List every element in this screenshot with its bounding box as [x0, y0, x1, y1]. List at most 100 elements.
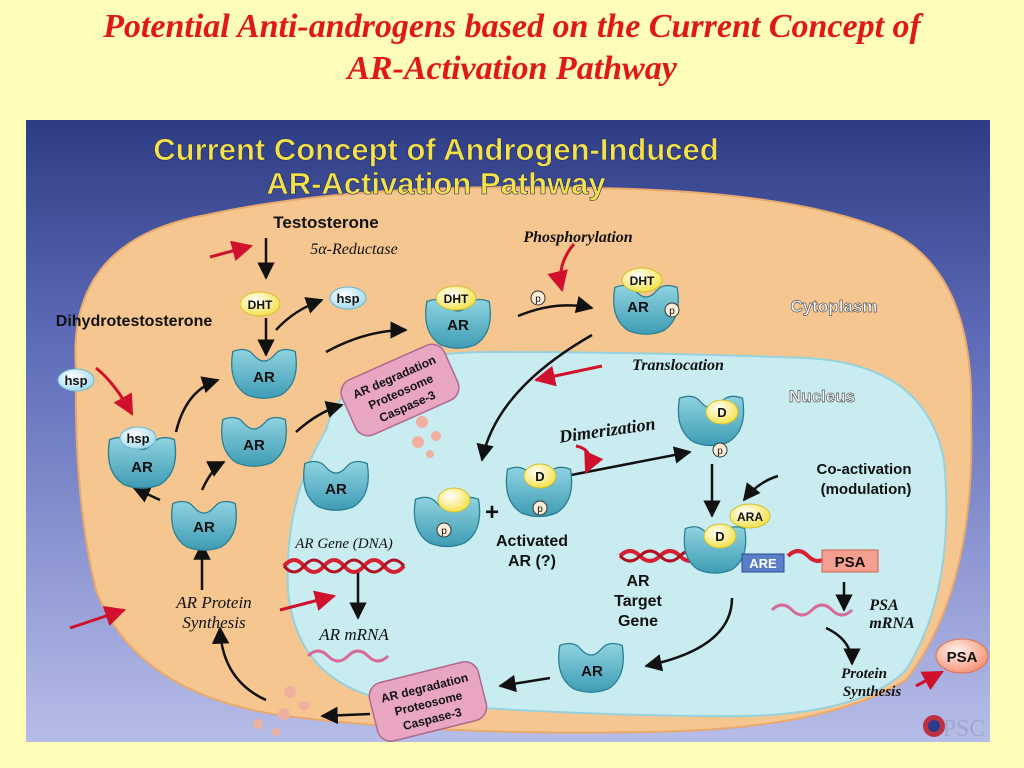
- arrow-mrna-to-protein: [825, 626, 861, 666]
- are-element: ARE: [741, 553, 785, 573]
- ar-receptor-mid: AR: [220, 416, 288, 468]
- svg-text:AR: AR: [627, 299, 649, 316]
- svg-text:p: p: [669, 306, 675, 317]
- arrow-translocation: [476, 333, 593, 462]
- phosphorylation-label: Phosphorylation: [522, 229, 632, 246]
- protein-synthesis-label-line-1: Protein: [841, 666, 887, 682]
- ar-receptor-upper: AR: [230, 348, 298, 400]
- nucleus-label: Nucleus: [789, 387, 855, 406]
- ar-receptor-nucleus: AR: [302, 460, 370, 511]
- psc-logo: PSC: [923, 715, 985, 742]
- svg-text:PSC: PSC: [943, 716, 986, 742]
- translocation-label: Translocation: [632, 357, 724, 374]
- ar-protein-synthesis-label-line-1: AR Protein: [175, 593, 251, 612]
- slide-title-line-1: Potential Anti-androgens based on the Cu…: [103, 8, 921, 45]
- arrow-gene-to-ar: [644, 597, 734, 672]
- arrow-to-degradation-top: [295, 401, 344, 433]
- svg-text:PSA: PSA: [835, 554, 866, 571]
- plus-sign: +: [485, 499, 499, 526]
- ar-target-label-line-3: Gene: [618, 613, 658, 630]
- svg-text:AR: AR: [131, 459, 153, 476]
- arrow-to-degradation-bottom: [498, 674, 551, 693]
- ar-target-label-line-1: AR: [626, 573, 650, 590]
- svg-text:DHT: DHT: [248, 298, 273, 312]
- inhibitor-arrow-reductase: [209, 240, 254, 262]
- svg-text:AR: AR: [581, 663, 603, 680]
- dht-bubble-top: DHT: [239, 291, 281, 317]
- pathway-figure: Current Concept of Androgen-Induced AR-A…: [26, 120, 990, 742]
- svg-text:D: D: [535, 469, 544, 484]
- ara-ar-bound-complex: D ARA: [683, 503, 771, 574]
- hsp-bubble-free: hsp: [329, 286, 367, 310]
- svg-text:AR: AR: [447, 317, 469, 334]
- ar-dht-complex: DHT AR: [424, 285, 492, 350]
- arrow-ar-to-hsp-ar: [132, 486, 161, 503]
- arrow-ar-to-ar-upper: [200, 460, 226, 491]
- activated-ar-right: D p: [505, 463, 573, 518]
- svg-text:AR: AR: [325, 481, 347, 498]
- inhibitor-arrow-phosphorylation: [547, 243, 576, 293]
- cytoplasm-label: Cytoplasm: [791, 297, 878, 316]
- svg-text:PSA: PSA: [947, 649, 978, 666]
- figure-heading-line-1: Current Concept of Androgen-Induced: [153, 132, 718, 167]
- arrow-ar-dht-complex: [325, 321, 408, 354]
- hsp-bubble-left: hsp: [57, 368, 95, 392]
- svg-text:p: p: [717, 446, 723, 457]
- slide-title: Potential Anti-androgens based on the Cu…: [0, 6, 1024, 90]
- psa-mrna-label-line-2: mRNA: [869, 615, 915, 632]
- inhibitor-arrow-hsp: [95, 366, 134, 416]
- arrow-mrna-to-synthesis: [211, 626, 267, 702]
- testosterone-label: Testosterone: [273, 213, 379, 232]
- arrow-coactivation: [742, 474, 779, 502]
- svg-text:p: p: [537, 504, 543, 515]
- coactivation-label-line-1: Co-activation: [816, 461, 911, 478]
- psa-mrna-strand: [770, 603, 854, 617]
- svg-text:D: D: [717, 405, 726, 420]
- inhibitor-arrow-psa: [915, 670, 944, 691]
- protein-synthesis-label-line-2: Synthesis: [843, 684, 902, 700]
- ar-target-label-line-2: Target: [614, 593, 662, 610]
- svg-text:hsp: hsp: [336, 291, 359, 306]
- svg-text:hsp: hsp: [64, 373, 87, 388]
- coactivation-label-line-2: (modulation): [821, 481, 912, 498]
- svg-text:p: p: [535, 294, 541, 305]
- arrow-to-phosphorylated: [517, 296, 594, 318]
- svg-text:D: D: [715, 529, 724, 544]
- slide-title-line-2: AR-Activation Pathway: [347, 50, 677, 87]
- arrow-hsp-release: [275, 297, 324, 331]
- psa-mrna-label-line-1: PSA: [868, 597, 899, 614]
- phospho-marker-free: p: [530, 290, 546, 306]
- ar-protein-synthesis-label-line-2: Synthesis: [182, 613, 246, 632]
- svg-text:ARE: ARE: [749, 556, 777, 571]
- psa-protein: PSA: [935, 638, 989, 674]
- nucleus-region: [286, 350, 948, 718]
- degradation-fragments-bottom: [253, 686, 309, 736]
- inhibitor-arrow-protein-synthesis: [69, 606, 126, 630]
- figure-heading-line-2: AR-Activation Pathway: [266, 166, 606, 201]
- hsp-ar-complex: hsp AR: [107, 426, 177, 489]
- activated-ar-left: p: [413, 487, 481, 548]
- degradation-fragments-top: [412, 416, 441, 458]
- ar-gene-label: AR Gene (DNA): [294, 536, 392, 552]
- inhibitor-arrow-transcription: [279, 590, 337, 612]
- inhibitor-arrow-translocation: [533, 364, 603, 387]
- activated-ar-label-line-1: Activated: [496, 533, 568, 550]
- activated-ar-label-line-2: AR (?): [508, 553, 556, 570]
- svg-text:AR: AR: [243, 437, 265, 454]
- dihydrotestosterone-label: Dihydrotestosterone: [56, 313, 213, 330]
- svg-text:AR: AR: [193, 519, 215, 536]
- svg-text:hsp: hsp: [126, 431, 149, 446]
- svg-text:ARA: ARA: [737, 510, 763, 524]
- arrow-degradation-out: [320, 706, 371, 725]
- ar-receptor-lower-left: AR: [170, 500, 238, 552]
- psa-gene-box: PSA: [821, 549, 879, 573]
- ar-dht-phospho-complex: DHT AR p: [612, 267, 680, 336]
- ar-gene-dna-b: [282, 558, 406, 574]
- ar-receptor-bottom: AR: [557, 642, 625, 693]
- arrow-hsp-ar-to-ar: [174, 376, 220, 433]
- inhibitor-arrow-dimerization: [575, 444, 604, 474]
- svg-text:DHT: DHT: [630, 274, 655, 288]
- reductase-label: 5α-Reductase: [310, 241, 397, 258]
- pathway-diagram: Current Concept of Androgen-Induced AR-A…: [26, 120, 990, 742]
- ar-dimer-complex: D p: [677, 395, 745, 458]
